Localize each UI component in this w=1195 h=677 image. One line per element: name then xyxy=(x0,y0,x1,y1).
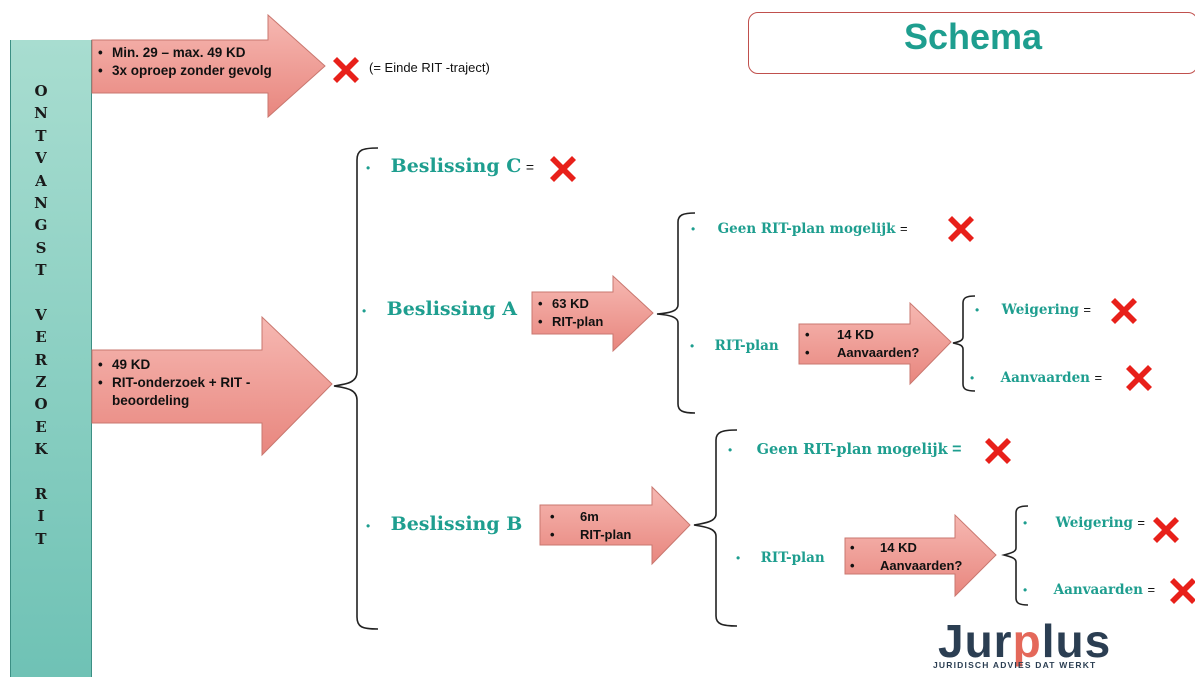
arrow-b-plan xyxy=(844,513,997,598)
page-title: Schema xyxy=(903,16,1043,57)
decision-b: • Beslissing B xyxy=(366,513,523,535)
red-cross-icon xyxy=(1170,578,1195,604)
outcome-b-aanvaarden: • Aanvaarden = xyxy=(1023,582,1156,598)
schema-title-box xyxy=(748,12,1195,74)
red-cross-icon xyxy=(1153,517,1179,543)
outcome-a-ritplan: • RIT-plan xyxy=(690,338,779,354)
end-note: (= Einde RIT -traject) xyxy=(369,60,490,75)
red-cross-icon xyxy=(1111,298,1137,324)
arrow-b xyxy=(539,485,691,566)
bracket-main xyxy=(333,147,379,630)
red-cross-icon xyxy=(948,216,974,242)
arrow-main xyxy=(91,315,333,457)
arrow-main-text: •49 KD •RIT-onderzoek + RIT - beoordelin… xyxy=(98,357,251,408)
logo-tagline: JURIDISCH ADVIES DAT WERKT xyxy=(933,660,1097,670)
arrow-a-plan xyxy=(798,301,952,386)
bracket-a-plan xyxy=(952,295,976,392)
bracket-b-plan xyxy=(1001,505,1029,606)
bracket-a xyxy=(656,212,696,414)
red-cross-icon xyxy=(1126,365,1152,391)
bracket-b xyxy=(693,429,738,627)
outcome-b-geen: • Geen RIT-plan mogelijk = xyxy=(728,441,962,458)
outcome-a-weigering: • Weigering = xyxy=(975,302,1092,318)
arrow-a xyxy=(531,274,654,353)
red-cross-icon xyxy=(985,438,1011,464)
outcome-a-geen: • Geen RIT-plan mogelijk = xyxy=(691,221,908,237)
outcome-b-weigering: • Weigering = xyxy=(1023,515,1146,531)
arrow-a-text: •63 KD •RIT-plan xyxy=(538,296,604,329)
outcome-b-ritplan: • RIT-plan xyxy=(736,550,825,566)
arrow-b-text: •6m •RIT-plan xyxy=(550,509,632,542)
arrow-top-text: •Min. 29 – max. 49 KD •3x oproep zonder … xyxy=(98,45,272,78)
arrow-a-plan-text: •14 KD •Aanvaarden? xyxy=(805,327,920,360)
red-cross-icon xyxy=(333,57,359,83)
arrow-b-plan-text: •14 KD •Aanvaarden? xyxy=(850,540,963,573)
arrow-top xyxy=(91,13,326,119)
outcome-a-aanvaarden: • Aanvaarden = xyxy=(970,370,1103,386)
logo: Jurplus xyxy=(938,615,1112,667)
decision-a: • Beslissing A xyxy=(362,298,518,320)
decision-c: • Beslissing C = xyxy=(366,155,535,177)
red-cross-icon xyxy=(550,156,576,182)
